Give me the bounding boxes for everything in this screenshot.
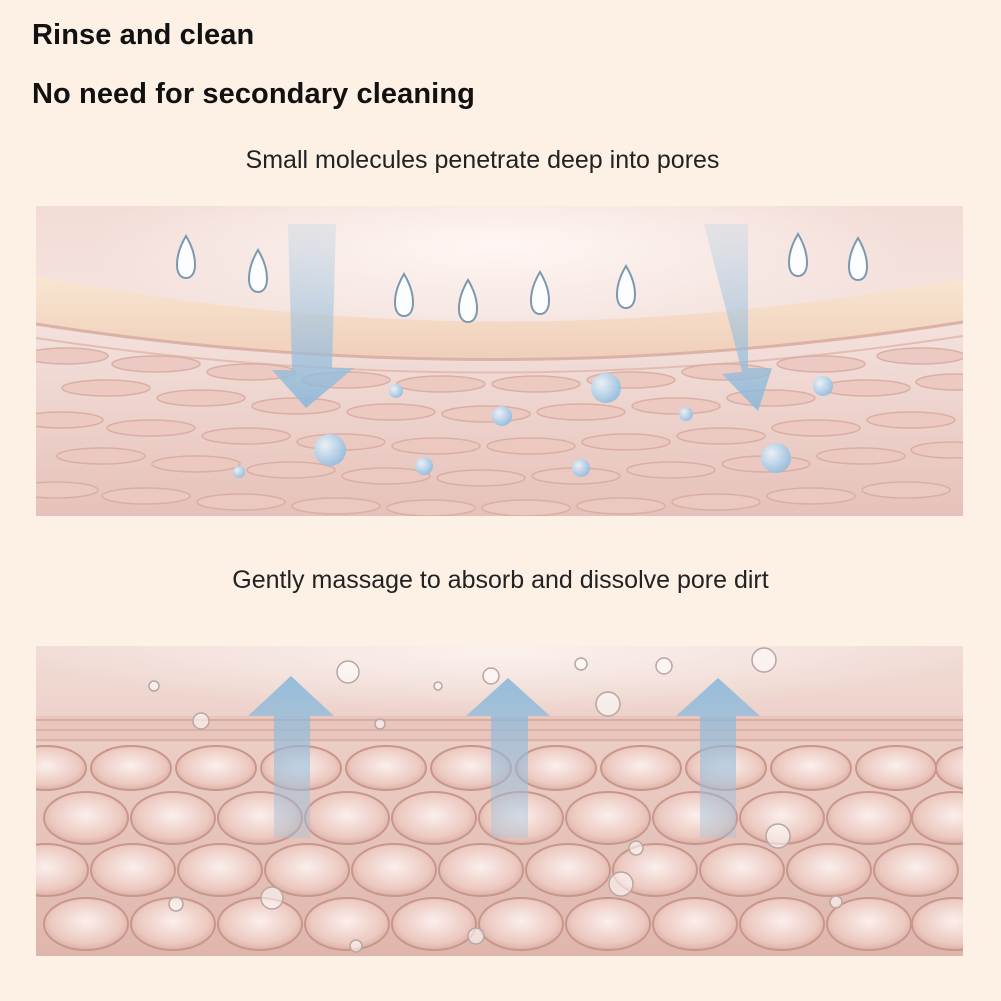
pore-cleansing-illustration — [36, 646, 963, 956]
skin-penetration-svg — [36, 206, 963, 516]
down-arrow-icon — [272, 224, 354, 408]
up-arrow-icon — [466, 678, 550, 838]
up-arrow-icon — [248, 676, 334, 838]
pore-cleansing-svg — [36, 646, 963, 956]
molecule-bubbles — [233, 373, 833, 478]
up-arrow-icon — [676, 678, 760, 838]
caption-penetrate: Small molecules penetrate deep into pore… — [245, 146, 720, 174]
headline-no-secondary-cleaning: No need for secondary cleaning — [32, 78, 475, 110]
headline-rinse: Rinse and clean — [32, 19, 255, 51]
droplet-icons — [176, 232, 868, 324]
skin-penetration-illustration — [36, 206, 963, 516]
dirt-bubbles — [148, 647, 843, 953]
caption-massage: Gently massage to absorb and dissolve po… — [232, 566, 769, 594]
down-arrow-icon — [704, 224, 772, 411]
